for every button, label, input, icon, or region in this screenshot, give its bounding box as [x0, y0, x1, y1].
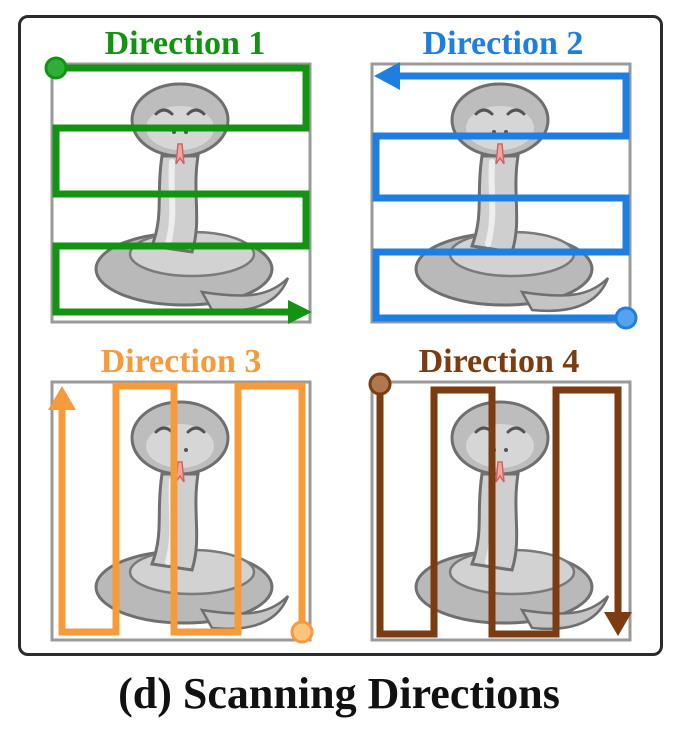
scan-arrow-head-icon	[288, 300, 312, 324]
panel-title-direction-4: Direction 4	[418, 343, 580, 380]
start-dot-icon	[44, 56, 68, 80]
scan-path-direction-4	[376, 384, 622, 638]
panel-direction-1	[44, 56, 312, 324]
panel-title-direction-3: Direction 3	[100, 343, 262, 380]
panel-direction-4	[368, 372, 632, 642]
scan-arrow-head-icon	[48, 386, 76, 410]
scan-path-direction-1	[52, 64, 310, 316]
diagram-frame	[18, 15, 663, 656]
panel-direction-2	[370, 62, 638, 330]
start-dot-icon	[614, 306, 638, 330]
scan-path-direction-3	[58, 382, 306, 636]
scan-arrow-head-icon	[604, 612, 632, 636]
scan-arrow-head-icon	[374, 62, 400, 90]
scan-path-direction-2	[372, 72, 630, 322]
start-dot-icon	[290, 620, 314, 644]
panel-title-direction-2: Direction 2	[422, 25, 584, 62]
figure-caption: (d) Scanning Directions	[118, 669, 560, 718]
start-dot-icon	[368, 372, 392, 396]
panel-title-direction-1: Direction 1	[104, 25, 266, 62]
panel-direction-3	[48, 380, 314, 644]
